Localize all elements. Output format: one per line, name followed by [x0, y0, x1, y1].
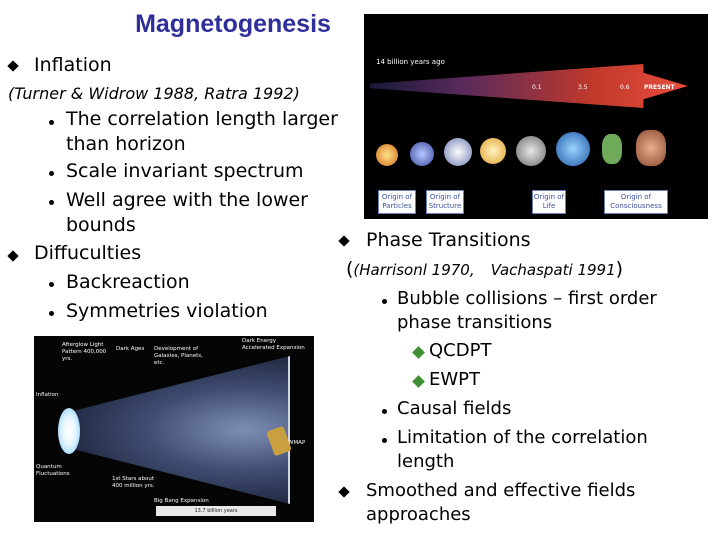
difficulty-2: Symmetries violation: [66, 300, 268, 322]
origin-consciousness-line2: Consciousness: [610, 202, 662, 210]
age-scale-bar: 13.7 billion years: [156, 506, 276, 516]
wmap-label: WMAP: [288, 440, 306, 446]
universe-cone-graphic: [68, 356, 290, 504]
universe-evolution-image: 14 billion years ago 0.1 3.5 0.6 PRESENT…: [364, 14, 708, 219]
expansion-label: Big Bang Expansion: [154, 498, 209, 504]
quantum-label: Quantum Fluctuations: [36, 464, 70, 477]
diamond-bullet-icon: [7, 60, 19, 72]
origin-particles-box: Origin of Particles: [378, 190, 416, 214]
bullet-dot-icon: [49, 311, 54, 316]
bullet-dot-icon: [382, 438, 387, 443]
first-stars-label: 1st Stars about 400 million yrs.: [112, 476, 155, 489]
atom-icon: [410, 142, 434, 166]
smoothed-fields-heading: Smoothed and effective fields: [366, 480, 636, 501]
early-universe-icon: [376, 144, 398, 166]
origin-structure-line1: Origin of: [429, 193, 461, 201]
evolution-marker: 3.5: [578, 84, 588, 91]
bullet-dot-icon: [49, 200, 54, 205]
afterglow-label: Afterglow Light Pattern 400,000 yrs.: [62, 342, 107, 362]
difficulties-heading: Diffuculties: [34, 242, 142, 264]
development-label: Development of Galaxies, Planets, etc.: [154, 346, 203, 366]
green-diamond-icon: [412, 375, 425, 388]
inflation-point-3: Well agree with the lower: [66, 189, 308, 211]
origin-life-box: Origin of Life: [532, 190, 566, 214]
causal-fields: Causal fields: [397, 398, 512, 419]
inflation-point-3-cont: bounds: [66, 214, 136, 236]
planet-icon: [516, 136, 546, 166]
ewpt-item: EWPT: [429, 369, 481, 390]
smoothed-fields-heading-cont: approaches: [366, 504, 471, 525]
bullet-dot-icon: [382, 409, 387, 414]
bullet-dot-icon: [49, 171, 54, 176]
citation-close: ): [615, 258, 624, 280]
citation-harrison: (Harrisonl 1970,: [353, 261, 475, 279]
correlation-limitation: Limitation of the correlation: [397, 427, 648, 448]
inflation-citation: (Turner & Widrow 1988, Ratra 1992): [8, 84, 300, 103]
evolution-top-label: 14 billion years ago: [376, 58, 445, 66]
origin-particles-line2: Particles: [382, 202, 412, 210]
evolution-marker-present: PRESENT: [644, 84, 675, 91]
earth-icon: [556, 132, 590, 166]
inflation-point-2: Scale invariant spectrum: [66, 160, 304, 182]
diamond-bullet-icon: [338, 486, 350, 498]
diamond-bullet-icon: [7, 250, 19, 262]
phase-transitions-heading: Phase Transitions: [366, 229, 531, 251]
origin-structure-line2: Structure: [428, 202, 462, 210]
correlation-limitation-cont: length: [397, 451, 455, 472]
life-icon: [602, 134, 622, 164]
inflation-point-1-cont: than horizon: [66, 133, 186, 155]
human-icon: [636, 130, 666, 166]
bullet-dot-icon: [382, 299, 387, 304]
bullet-dot-icon: [49, 282, 54, 287]
citation-vachaspati: Vachaspati 1991: [490, 261, 616, 279]
dark-ages-label: Dark Ages: [116, 346, 145, 352]
wmap-timeline-image: Afterglow Light Pattern 400,000 yrs. Dar…: [34, 336, 314, 522]
origin-structure-box: Origin of Structure: [426, 190, 464, 214]
inflation-point-1: The correlation length larger: [66, 108, 338, 130]
evolution-marker: 0.1: [532, 84, 542, 91]
evolution-marker: 0.6: [620, 84, 630, 91]
inflation-heading: Inflation: [34, 54, 112, 76]
difficulty-1: Backreaction: [66, 271, 190, 293]
origin-particles-line1: Origin of: [381, 193, 413, 201]
star-icon: [480, 138, 506, 164]
qcdpt-item: QCDPT: [429, 340, 492, 361]
bubble-collisions: Bubble collisions – first order: [397, 288, 657, 309]
diamond-bullet-icon: [338, 235, 350, 247]
phase-transitions-citation: ) ((Harrisonl 1970, Vachaspati 1991): [346, 258, 624, 280]
bubble-collisions-cont: phase transitions: [397, 312, 553, 333]
origin-consciousness-box: Origin of Consciousness: [604, 190, 668, 214]
galaxy-icon: [444, 138, 472, 166]
origin-consciousness-line1: Origin of: [620, 193, 652, 201]
inflation-label: Inflation: [36, 392, 59, 398]
bullet-dot-icon: [49, 120, 54, 125]
dark-energy-label: Dark Energy Accelerated Expansion: [242, 338, 305, 351]
green-diamond-icon: [412, 346, 425, 359]
inflation-glow-graphic: [58, 408, 80, 454]
slide-title: Magnetogenesis: [135, 10, 331, 38]
time-arrow-graphic: [370, 64, 688, 108]
origin-life-line2: Life: [542, 202, 556, 210]
origin-life-line1: Origin of: [533, 193, 565, 201]
